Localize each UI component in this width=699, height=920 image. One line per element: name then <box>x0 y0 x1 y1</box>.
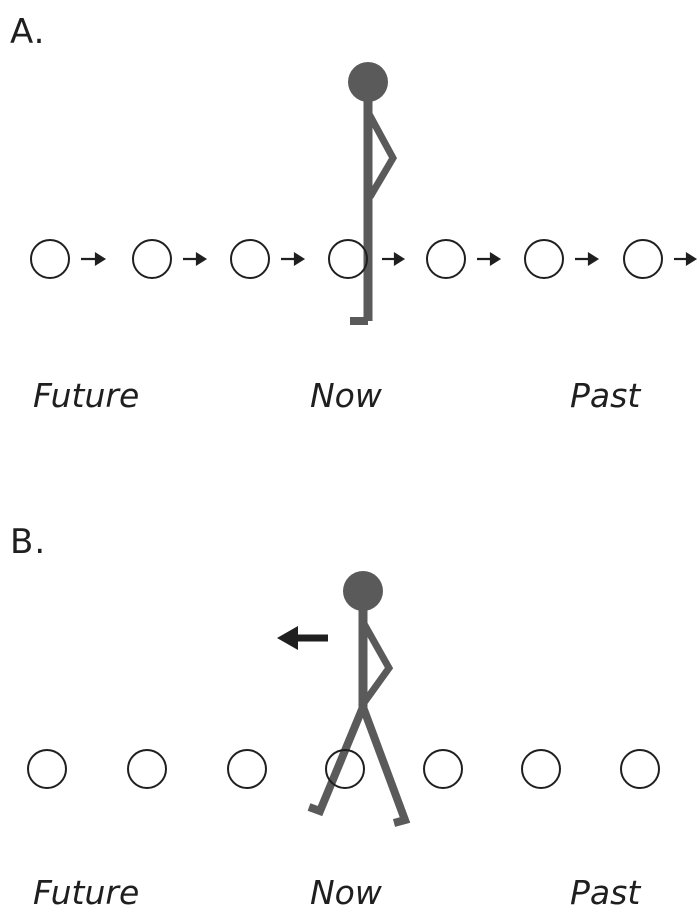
event-circle <box>27 749 67 789</box>
event-circle-now <box>325 749 365 789</box>
small-arrow-icon <box>81 252 107 266</box>
event-circle <box>521 749 561 789</box>
event-circle <box>127 749 167 789</box>
timeline-a <box>30 239 663 279</box>
past-label: Past <box>570 376 641 415</box>
event-circle <box>620 749 660 789</box>
now-label: Now <box>310 873 382 912</box>
event-circle <box>423 749 463 789</box>
future-label: Future <box>33 376 140 415</box>
panel-b-scene <box>27 571 660 827</box>
panel-a-label: A. <box>10 12 46 52</box>
event-circle <box>230 239 270 279</box>
stick-figure-standing <box>348 62 398 325</box>
event-circle <box>30 239 70 279</box>
left-arrow-icon <box>277 626 328 650</box>
event-circle <box>132 239 172 279</box>
event-circle <box>524 239 564 279</box>
panel-b-label: B. <box>10 522 47 562</box>
panel-b: B. Future Now Past <box>0 460 699 920</box>
past-label: Past <box>570 873 641 912</box>
event-arrows-a <box>81 252 698 266</box>
small-arrow-icon <box>477 252 502 266</box>
panel-a-scene <box>30 62 698 325</box>
timeline-b <box>27 749 660 789</box>
small-arrow-icon <box>183 252 208 266</box>
panel-a: A. <box>10 12 698 415</box>
small-arrow-icon <box>575 252 600 266</box>
small-arrow-icon <box>674 252 698 266</box>
figure-head <box>343 571 383 611</box>
event-circle-now <box>328 239 368 279</box>
event-circle <box>623 239 663 279</box>
small-arrow-icon <box>382 252 406 266</box>
figure-head <box>348 62 388 102</box>
future-label: Future <box>33 873 140 912</box>
event-circle <box>426 239 466 279</box>
small-arrow-icon <box>281 252 306 266</box>
now-label: Now <box>310 376 382 415</box>
event-circle <box>227 749 267 789</box>
stick-figure-walking <box>307 571 411 827</box>
